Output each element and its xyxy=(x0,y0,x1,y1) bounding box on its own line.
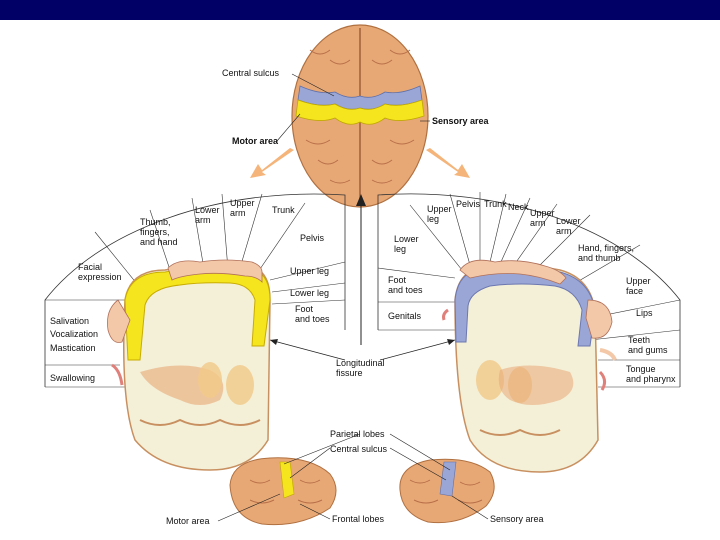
motor-area-label-bottom: Motor area xyxy=(166,516,210,526)
sensory-area-label-top: Sensory area xyxy=(432,116,490,126)
motor-label-vocalization: Vocalization xyxy=(50,329,98,339)
sensory-label-trunk: Trunk xyxy=(484,199,507,209)
sensory-label-genitals: Genitals xyxy=(388,311,422,321)
arrow-right xyxy=(426,148,470,178)
central-sulcus-label-bottom: Central sulcus xyxy=(330,444,388,454)
motor-label-mastication: Mastication xyxy=(50,343,96,353)
bottom-right-brain xyxy=(400,459,494,522)
top-brain xyxy=(292,25,428,207)
motor-label-salivation: Salivation xyxy=(50,316,89,326)
sensory-homunculus-genitals xyxy=(444,310,449,320)
sensory-label-lips: Lips xyxy=(636,308,653,318)
frontal-lobes-label: Frontal lobes xyxy=(332,514,385,524)
motor-label-trunk: Trunk xyxy=(272,205,295,215)
parietal-lobes-label: Parietal lobes xyxy=(330,429,385,439)
sensory-label-hand-fingers-thumb: Hand, fingers,and thumb xyxy=(578,243,634,263)
motor-homunculus-tongue xyxy=(112,365,122,385)
motor-label-upper-leg: Upper leg xyxy=(290,266,329,276)
sensory-label-pelvis: Pelvis xyxy=(456,199,481,209)
motor-area-label-top: Motor area xyxy=(232,136,279,146)
motor-label-pelvis: Pelvis xyxy=(300,233,325,243)
bottom-left-brain xyxy=(230,458,336,525)
sensory-cross-section xyxy=(455,265,598,472)
arrow-left xyxy=(250,148,294,178)
motor-cross-section xyxy=(124,265,270,470)
sensory-area-label-bottom: Sensory area xyxy=(490,514,544,524)
central-sulcus-label-top: Central sulcus xyxy=(222,68,280,78)
sensory-label-neck: Neck xyxy=(508,202,529,212)
motor-label-lower-leg: Lower leg xyxy=(290,288,329,298)
motor-label-swallowing: Swallowing xyxy=(50,373,95,383)
sensory-homunculus-teeth xyxy=(600,350,615,360)
motor-label-thumb-fingers-hand: Thumb,fingers,and hand xyxy=(140,217,178,247)
